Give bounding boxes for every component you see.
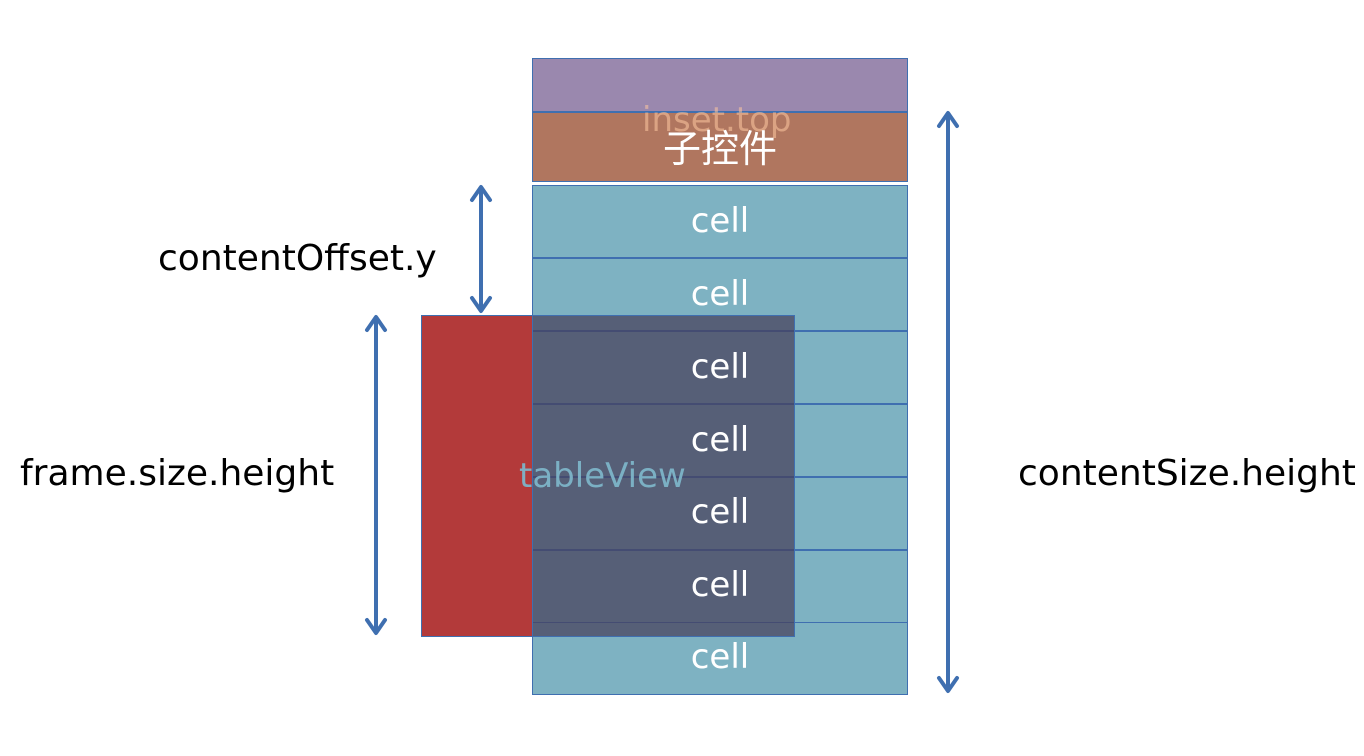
cell-label-5: cell (690, 492, 750, 532)
content-offset-arrow (470, 185, 492, 313)
subview-label: 子控件 (662, 127, 777, 171)
frame-height-arrow (365, 315, 387, 635)
tableview-frame (421, 315, 533, 637)
cell-label-4: cell (690, 420, 750, 460)
frame-size-height-label: frame.size.height (20, 453, 335, 494)
subview-box (532, 112, 908, 182)
content-size-height-label: contentSize.height (1018, 453, 1356, 494)
tableview-label: tableView (519, 456, 686, 496)
content-offset-y-label: contentOffset.y (158, 238, 437, 279)
content-size-arrow (937, 111, 959, 693)
inset-top-area (532, 58, 908, 112)
cell-label-6: cell (690, 565, 750, 605)
cell-label-3: cell (690, 347, 750, 387)
cell-label-7: cell (690, 637, 750, 677)
cell-label-1: cell (690, 201, 750, 241)
tableview-overlay (532, 315, 795, 637)
inset-top-label: inset.top (642, 100, 792, 140)
cell-box-1 (532, 185, 908, 258)
cell-label-2: cell (690, 274, 750, 314)
